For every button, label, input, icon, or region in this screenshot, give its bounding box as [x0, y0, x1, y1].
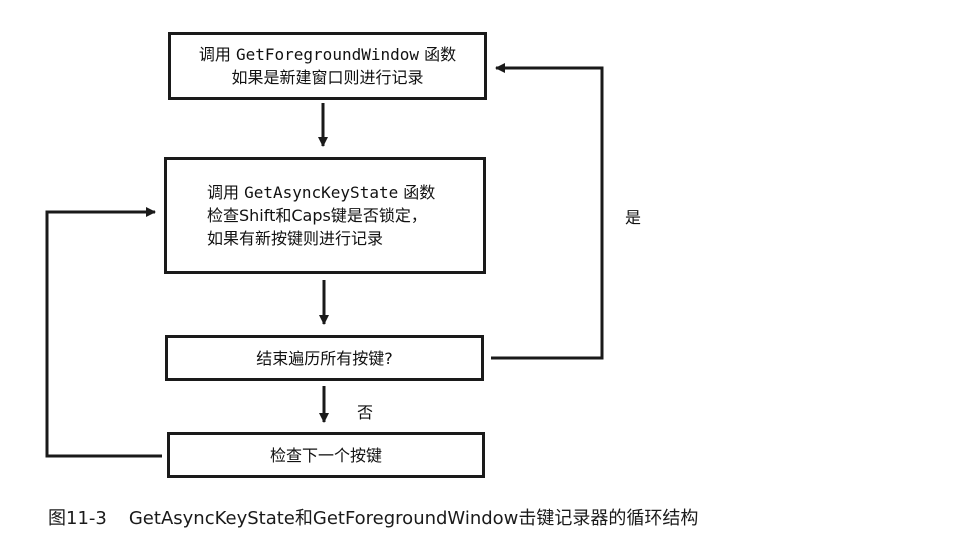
box-get-async-key-state: 调用 GetAsyncKeyState 函数 检查Shift和Caps键是否锁定…: [164, 157, 486, 274]
label-yes: 是: [625, 208, 642, 227]
box3-text: 结束遍历所有按键?: [256, 348, 393, 368]
figure-caption-text: GetAsyncKeyState和GetForegroundWindow击键记录…: [128, 508, 699, 529]
arrow-box4-to-box2-loop: [45, 207, 162, 458]
box-finished-all-keys: 结束遍历所有按键?: [165, 335, 484, 381]
box4-text: 检查下一个按键: [269, 445, 382, 465]
box1-line1: 调用 GetForegroundWindow 函数: [199, 43, 456, 66]
box1-line2: 如果是新建窗口则进行记录: [231, 68, 424, 87]
box1-line1-prefix: 调用: [198, 45, 236, 64]
box1-function-name: GetForegroundWindow: [235, 45, 420, 64]
box2-line1-suffix: 函数: [398, 183, 436, 202]
figure-number: 图11-3: [48, 508, 107, 529]
box-check-next-key: 检查下一个按键: [167, 432, 485, 478]
box2-line2: 检查Shift和Caps键是否锁定，: [207, 206, 427, 225]
box2-line1: 调用 GetAsyncKeyState 函数: [207, 181, 435, 204]
box2-line3: 如果有新按键则进行记录: [207, 229, 384, 248]
box2-line1-prefix: 调用: [207, 183, 245, 202]
box1-line1-suffix: 函数: [419, 45, 457, 64]
figure-caption: 图11-3 GetAsyncKeyState和GetForegroundWindo…: [48, 504, 698, 530]
label-no: 否: [357, 403, 374, 422]
box-get-foreground-window: 调用 GetForegroundWindow 函数 如果是新建窗口则进行记录: [168, 32, 487, 100]
box2-function-name: GetAsyncKeyState: [244, 183, 399, 202]
arrow-box3-to-box1-loop: [491, 63, 604, 360]
